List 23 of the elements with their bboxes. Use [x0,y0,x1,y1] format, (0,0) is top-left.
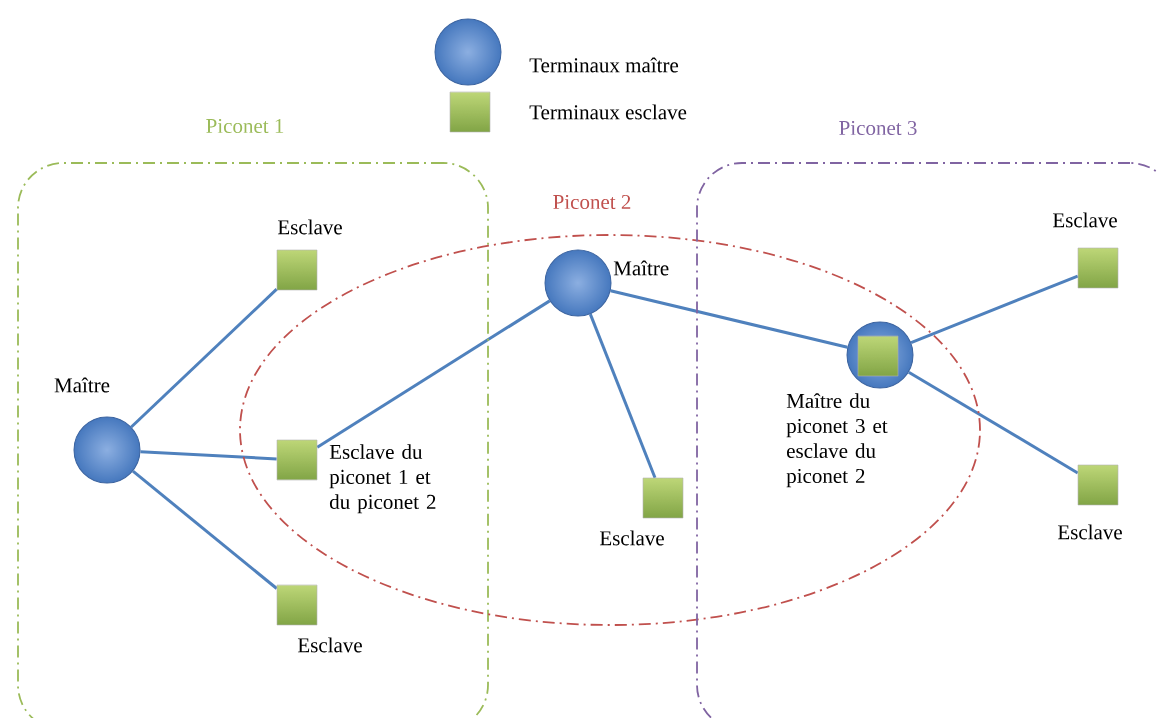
connector-line [588,313,657,479]
region-title: Piconet 3 [839,120,917,136]
connector-line [140,450,277,461]
connector-line [316,299,551,449]
terminal-label: Esclave [1057,524,1122,540]
terminal-label: Esclave du piconet 1 et du piconet 2 [329,444,436,514]
connector-line [132,470,278,590]
connector-line [910,274,1079,344]
terminal-label: Maître [613,260,669,276]
legend-label: Terminaux esclave [529,104,687,120]
terminal-label: Esclave [277,219,342,235]
connector-line [908,370,1079,475]
slave-terminal [857,335,899,377]
terminal-label: Maître [54,377,110,393]
terminal-label: Esclave [297,637,362,653]
region-title: Piconet 1 [206,118,284,134]
connector-line [130,288,278,429]
legend-label: Terminaux maître [529,57,679,73]
connector-line [610,289,848,349]
terminal-label: Esclave [1052,212,1117,228]
terminal-label: Maître du piconet 3 et esclave du piconet 2 [786,393,888,488]
terminal-label: Esclave [599,530,664,546]
region-title: Piconet 2 [553,194,631,210]
